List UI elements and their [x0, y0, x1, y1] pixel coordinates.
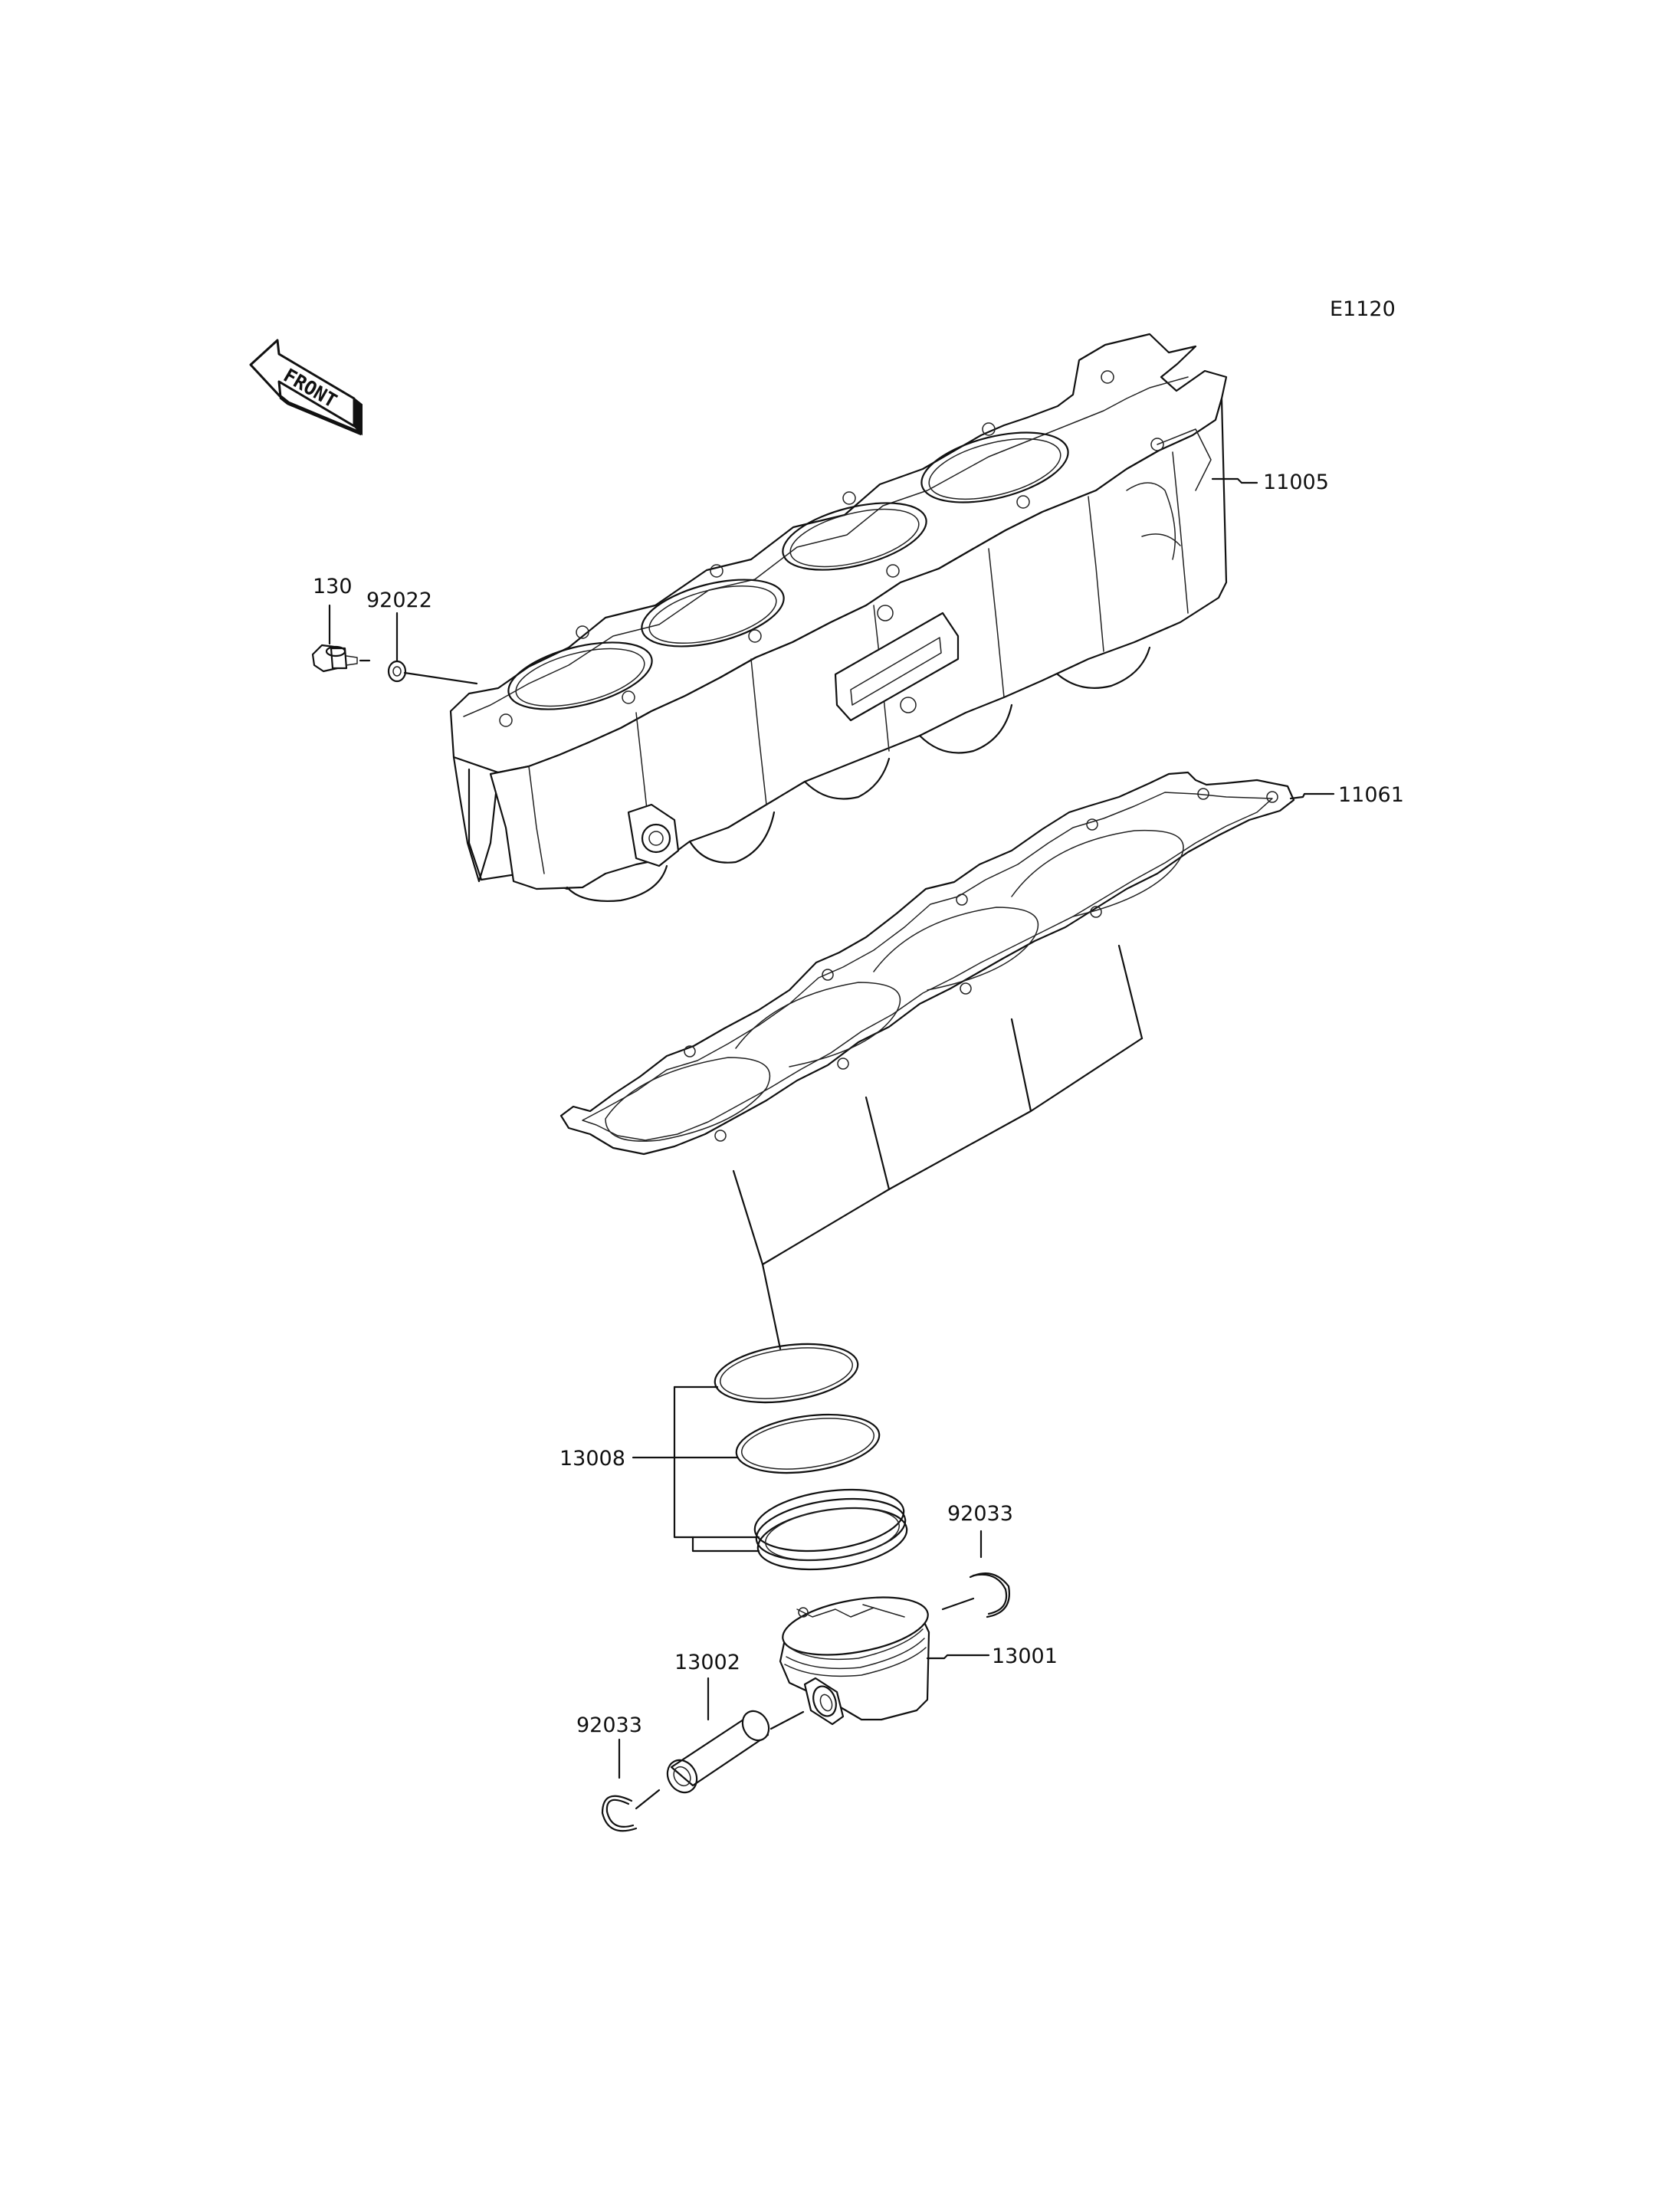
cylinder-block-icon	[449, 333, 1258, 902]
part-label-bolt: 130	[313, 575, 353, 598]
diagram-code: E1120	[1330, 297, 1396, 321]
part-label-circlip-left: 92033	[576, 1713, 642, 1737]
circlip-left-icon	[601, 1738, 661, 1832]
piston-ring-second-icon	[735, 1413, 881, 1474]
part-label-piston-pin: 13002	[674, 1651, 740, 1674]
part-label-circlip-right: 92033	[947, 1502, 1013, 1526]
part-label-gasket: 11061	[1338, 783, 1404, 807]
bolt-icon	[311, 644, 371, 673]
ring-leader-lines	[732, 944, 1144, 1350]
piston-icon	[779, 1596, 990, 1726]
gasket-icon	[559, 771, 1335, 1156]
part-label-washer: 92022	[366, 589, 432, 612]
part-label-piston-rings: 13008	[559, 1447, 625, 1471]
part-label-cylinder: 11005	[1263, 471, 1329, 494]
ring-bracket-lines	[632, 1385, 760, 1553]
front-arrow-icon: FRONT	[249, 339, 363, 436]
part-label-piston: 13001	[992, 1644, 1058, 1668]
washer-icon	[387, 660, 478, 685]
piston-ring-oil-icon	[753, 1488, 908, 1571]
piston-pin-icon	[666, 1677, 805, 1794]
piston-ring-top-icon	[714, 1343, 859, 1404]
circlip-right-icon	[941, 1530, 1010, 1618]
